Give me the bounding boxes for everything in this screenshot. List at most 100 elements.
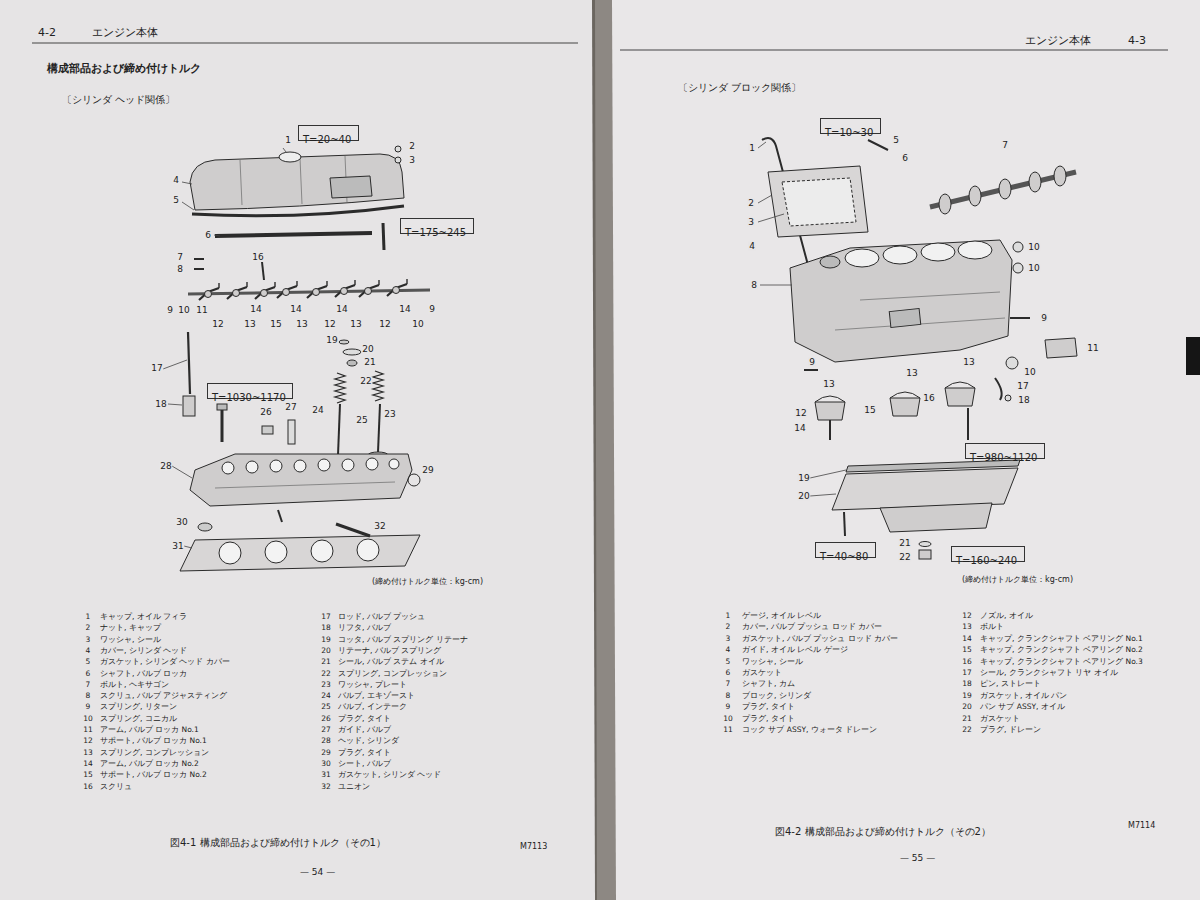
callout-number: 10	[1027, 243, 1040, 252]
callout-number: 1	[748, 144, 756, 153]
part-name: ボルト	[980, 624, 1004, 632]
part-number: 27	[321, 726, 331, 734]
torque-box: T=20~40	[298, 125, 359, 141]
callout-number: 4	[172, 176, 180, 185]
part-name: スプリング, リターン	[100, 704, 177, 712]
torque-box: T=40~80	[815, 542, 876, 558]
part-name: スクリュ	[100, 783, 132, 791]
callout-number: 9	[166, 306, 174, 315]
header-rule	[620, 49, 1168, 50]
part-number: 16	[83, 783, 93, 791]
page-number: — 55 —	[900, 854, 935, 863]
page-title: 構成部品および締め付けトルク	[47, 63, 201, 74]
part-name: ピン, ストレート	[980, 681, 1041, 689]
part-name: ユニオン	[338, 783, 370, 791]
callout-number: 6	[901, 154, 909, 163]
part-name: ガスケット, シリンダ ヘッド カバー	[100, 658, 230, 666]
part-name: ガイド, オイル レベル ゲージ	[742, 646, 848, 654]
part-number: 12	[962, 612, 972, 620]
part-number: 18	[962, 681, 972, 689]
callout-number: 3	[747, 218, 755, 227]
callout-number: 1	[284, 136, 292, 145]
part-number: 12	[83, 738, 93, 746]
part-number: 22	[321, 670, 331, 678]
callout-number: 5	[892, 136, 900, 145]
torque-value: T=1030~1170	[212, 393, 286, 403]
callout-number: 12	[378, 320, 391, 329]
callout-number: 16	[251, 253, 264, 262]
callout-number: 16	[922, 394, 935, 403]
callout-number: 32	[373, 522, 386, 531]
callout-number: 21	[363, 358, 376, 367]
part-number: 13	[83, 749, 93, 757]
part-number: 19	[321, 636, 331, 644]
part-name: ノズル, オイル	[980, 612, 1033, 620]
figure-caption: 図4-1 構成部品および締め付けトルク（その1）	[170, 838, 386, 848]
part-name: ガスケット, オイル パン	[980, 692, 1067, 700]
callout-number: 2	[747, 199, 755, 208]
part-name: シャフト, バルブ ロッカ	[100, 670, 187, 678]
callout-number: 18	[154, 400, 167, 409]
part-name: プラグ, タイト	[338, 715, 391, 723]
section-label: 〔シリンダ ヘッド関係〕	[62, 95, 175, 105]
part-number: 14	[83, 760, 93, 768]
callout-number: 14	[249, 305, 262, 314]
part-number: 17	[962, 669, 972, 677]
part-name: ブロック, シリンダ	[742, 692, 811, 700]
callout-number: 9	[428, 305, 436, 314]
part-name: ガスケット	[742, 669, 782, 677]
part-name: リフタ, バルブ	[338, 625, 391, 633]
callout-number: 11	[1086, 344, 1099, 353]
callout-number: 10	[1023, 368, 1036, 377]
leader-lines	[163, 148, 286, 548]
part-name: プラグ, タイト	[338, 749, 391, 757]
torque-value: T=980~1120	[970, 453, 1037, 463]
part-name: コッタ, バルブ スプリング リテーナ	[338, 636, 468, 644]
part-name: カバー, シリンダ ヘッド	[100, 647, 187, 655]
callout-number: 5	[172, 196, 180, 205]
part-number: 6	[86, 670, 91, 678]
callout-number: 10	[411, 320, 424, 329]
part-name: ガスケット	[980, 715, 1020, 723]
figure-code: M7114	[1128, 822, 1155, 830]
callout-number: 13	[349, 320, 362, 329]
torque-box: T=10~30	[820, 118, 881, 134]
part-number: 21	[321, 658, 331, 666]
part-number: 29	[321, 749, 331, 757]
part-number: 15	[962, 646, 972, 654]
part-number: 13	[962, 624, 972, 632]
callout-number: 13	[295, 320, 308, 329]
callout-number: 10	[177, 306, 190, 315]
part-name: シャフト, カム	[742, 681, 795, 689]
torque-value: T=160~240	[956, 556, 1017, 566]
part-number: 7	[726, 681, 731, 689]
part-number: 21	[962, 715, 972, 723]
torque-value: T=10~30	[825, 128, 873, 138]
torque-value: T=175~245	[405, 228, 466, 238]
page-header: 4-2	[38, 27, 56, 38]
callout-number: 13	[822, 380, 835, 389]
page-number: — 54 —	[300, 868, 335, 877]
part-name: サポート, バルブ ロッカ No.1	[100, 738, 207, 746]
part-number: 31	[321, 771, 331, 779]
callout-number: 3	[408, 156, 416, 165]
callout-number: 7	[176, 253, 184, 262]
part-name: バルブ, インテーク	[338, 704, 407, 712]
callout-number: 27	[284, 403, 297, 412]
part-number: 22	[962, 726, 972, 734]
part-name: シール, クランクシャフト リヤ オイル	[980, 669, 1118, 677]
part-number: 10	[723, 715, 733, 723]
part-number: 24	[321, 692, 331, 700]
part-name: スプリング, コンプレッション	[338, 670, 447, 678]
part-name: スクリュ, バルブ アジャスティング	[100, 692, 227, 700]
part-name: カバー, バルブ プッシュ ロッド カバー	[742, 624, 882, 632]
callout-number: 7	[1001, 141, 1009, 150]
part-number: 20	[321, 647, 331, 655]
leader-lines	[758, 142, 846, 496]
part-number: 15	[83, 771, 93, 779]
part-number: 32	[321, 783, 331, 791]
part-number: 18	[321, 625, 331, 633]
part-number: 11	[83, 726, 93, 734]
part-number: 19	[962, 692, 972, 700]
cylinder-head-parts	[180, 146, 430, 571]
